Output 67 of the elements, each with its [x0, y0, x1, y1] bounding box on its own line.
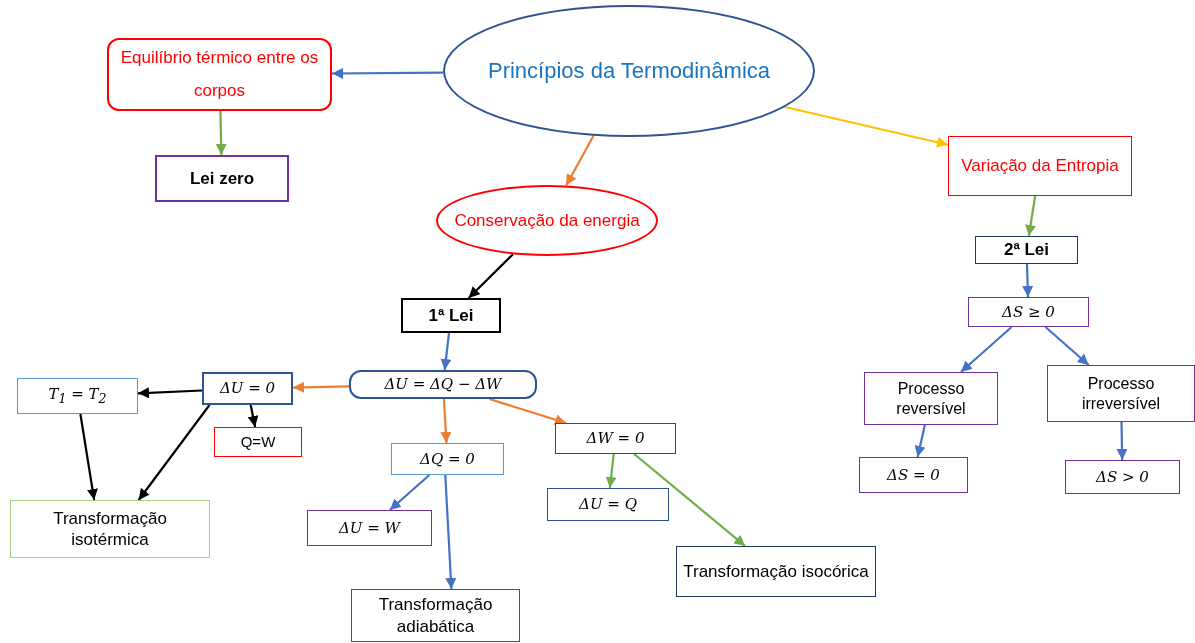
formula-text: ΔU = ΔQ − ΔW: [384, 375, 502, 394]
arrow: [1022, 263, 1034, 298]
concept-label: Processo irreversível: [1080, 373, 1162, 414]
formula-text: ΔS > 0: [1096, 467, 1149, 487]
concept-box: [948, 136, 1132, 196]
concept-box: [214, 427, 302, 457]
concept-box: [17, 378, 138, 414]
concept-label: 1ª Lei: [428, 304, 474, 327]
formula-text: T$_{1}$ = T$_{2}$: [48, 385, 107, 407]
arrow: [79, 413, 98, 501]
formula-text: ΔW = 0: [586, 429, 645, 448]
formula-text: ΔQ = 0: [420, 449, 475, 469]
arrow: [784, 105, 949, 148]
arrow: [440, 332, 452, 371]
arrow: [247, 404, 259, 428]
concept-label: Equilíbrio térmico entre os corpos: [119, 47, 320, 102]
concept-box: [859, 457, 968, 493]
concept-box: [349, 370, 537, 399]
concept-box: [555, 423, 676, 454]
concept-label: Transformação isocórica: [683, 560, 869, 583]
arrow: [565, 135, 595, 187]
concept-box: [307, 510, 432, 546]
concept-label: Processo reversível: [895, 378, 967, 419]
formula-text: ΔU = 0: [219, 379, 276, 398]
formula-text: ΔS = 0: [887, 465, 940, 485]
concept-box: [391, 443, 504, 475]
concept-label: Lei zero: [189, 167, 255, 190]
arrow: [633, 453, 746, 547]
arrow: [1044, 326, 1090, 366]
formula-text: ΔU = W: [339, 518, 400, 538]
arrow: [292, 381, 350, 393]
concept-box: [155, 155, 289, 202]
concept-box: [968, 297, 1089, 327]
arrow: [914, 424, 926, 458]
arrow: [444, 474, 457, 590]
concept-box: [202, 372, 293, 405]
concept-label: Variação da Entropia: [961, 155, 1119, 177]
concept-label: 2ª Lei: [1003, 239, 1049, 261]
arrow: [332, 67, 444, 79]
arrow: [1116, 422, 1128, 460]
arrow: [1025, 195, 1037, 237]
concept-box: [864, 372, 998, 425]
concept-label: Transformação adiabática: [377, 594, 494, 637]
arrow: [137, 387, 203, 399]
formula-text: ΔS ≥ 0: [1002, 302, 1055, 322]
concept-box: [351, 589, 520, 642]
concept-label: Q=W: [240, 432, 276, 452]
concept-box: [107, 38, 332, 111]
concept-box: [10, 500, 210, 558]
concept-label: Transformação isotérmica: [52, 507, 168, 551]
concept-box: [975, 236, 1078, 264]
concept-box: [401, 298, 501, 333]
arrow: [215, 110, 227, 156]
arrow: [389, 474, 431, 511]
concept-box: [1047, 365, 1195, 422]
arrow: [137, 404, 211, 501]
arrow: [488, 397, 567, 425]
concept-label: Conservação da energia: [454, 209, 640, 232]
formula-text: ΔU = Q: [579, 495, 637, 514]
concept-label: Princípios da Termodinâmica: [487, 57, 771, 85]
concept-box: [1065, 460, 1180, 494]
arrow: [467, 253, 514, 299]
arrow: [605, 453, 617, 489]
concept-box: [676, 546, 876, 597]
arrow: [960, 326, 1013, 373]
concept-box: [547, 488, 669, 521]
arrow: [440, 398, 452, 444]
